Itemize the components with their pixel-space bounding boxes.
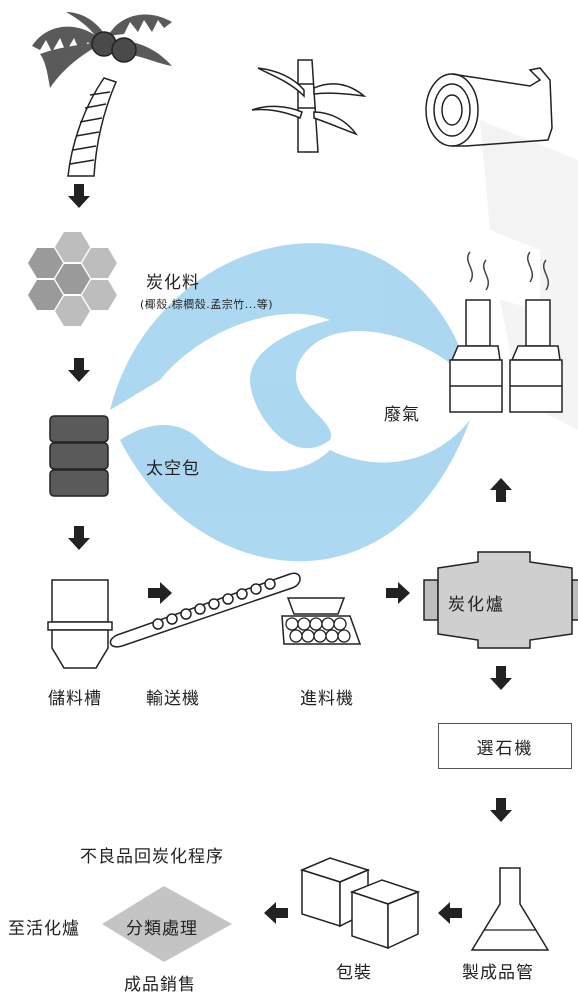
classification-label: 分類處理 bbox=[126, 919, 198, 939]
carbon-material-note: (椰殼.棕櫚殼.孟宗竹...等) bbox=[140, 298, 274, 311]
chimney-icon bbox=[449, 251, 563, 413]
log-icon bbox=[425, 67, 553, 147]
quality-control-label: 製成品管 bbox=[462, 963, 534, 983]
storage-tank-label: 儲料槽 bbox=[48, 689, 102, 709]
furnace-icon bbox=[423, 551, 578, 649]
watermark-logo bbox=[110, 120, 578, 562]
diamond-icon bbox=[102, 886, 232, 962]
exhaust-gas-label: 廢氣 bbox=[384, 405, 420, 425]
packaging-label: 包裝 bbox=[336, 963, 372, 983]
feeder-label: 進料機 bbox=[300, 689, 354, 709]
feeder-icon bbox=[281, 597, 362, 645]
to-activation-furnace-label: 至活化爐 bbox=[8, 919, 80, 939]
stone-separator-box: 選石機 bbox=[438, 723, 572, 769]
defective-return-label: 不良品回炭化程序 bbox=[80, 847, 224, 867]
boxes-icon bbox=[299, 857, 421, 950]
furnace-label: 炭化爐 bbox=[448, 595, 505, 615]
product-sales-label: 成品銷售 bbox=[124, 975, 196, 995]
silo-icon bbox=[47, 579, 113, 669]
conveyor-label: 輸送機 bbox=[146, 689, 200, 709]
coconut-palm-icon bbox=[32, 12, 172, 177]
bamboo-icon bbox=[251, 59, 367, 153]
stacked-bags-icon bbox=[49, 415, 109, 497]
conveyor-icon bbox=[109, 572, 301, 648]
jumbo-bag-label: 太空包 bbox=[146, 459, 200, 479]
carbon-material-label: 炭化料 bbox=[146, 273, 200, 293]
flask-icon bbox=[470, 867, 550, 951]
arrow-icon bbox=[68, 184, 512, 924]
hexagon-cluster-icon bbox=[28, 232, 117, 326]
